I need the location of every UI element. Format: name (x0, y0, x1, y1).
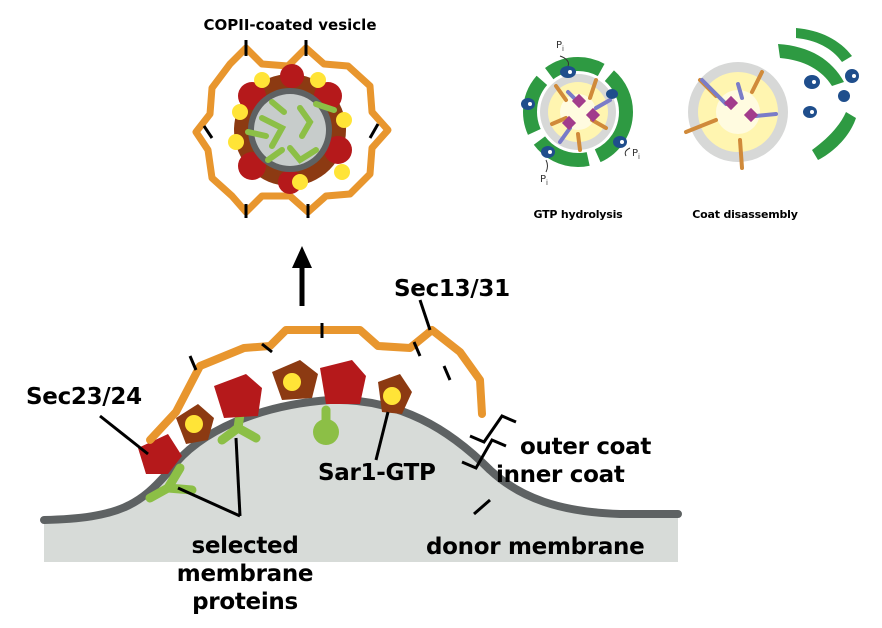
phosphate-label-2: Pi (632, 148, 640, 161)
phosphate-label-3: Pi (540, 174, 548, 187)
budding-arrow (292, 246, 312, 306)
leader-lines (99, 299, 517, 518)
coat-disassembly-label: Coat disassembly (692, 208, 798, 221)
gtp-hydrolysis-vesicle (521, 55, 633, 173)
gtp-hydrolysis-label: GTP hydrolysis (533, 208, 623, 221)
outer-coat-label: outer coat (520, 434, 652, 460)
outer-coat (146, 326, 486, 444)
cargo-blob (313, 419, 339, 445)
sec23-24-label: Sec23/24 (26, 384, 142, 410)
coat-disassembly-vesicle (684, 28, 859, 170)
copii-vesicle (192, 40, 392, 218)
inner-coat-label: inner coat (496, 462, 625, 488)
vesicle-title: COPII-coated vesicle (203, 16, 377, 34)
outer-coat-joints (188, 323, 452, 381)
inner-coat (138, 360, 412, 474)
donor-membrane-label: donor membrane (426, 534, 645, 560)
sar1-gtp-label: Sar1-GTP (318, 460, 436, 486)
selected-membrane-proteins-label: selected membrane proteins (176, 533, 314, 615)
phosphate-label-1: Pi (556, 40, 564, 53)
sec13-31-label: Sec13/31 (394, 276, 510, 302)
